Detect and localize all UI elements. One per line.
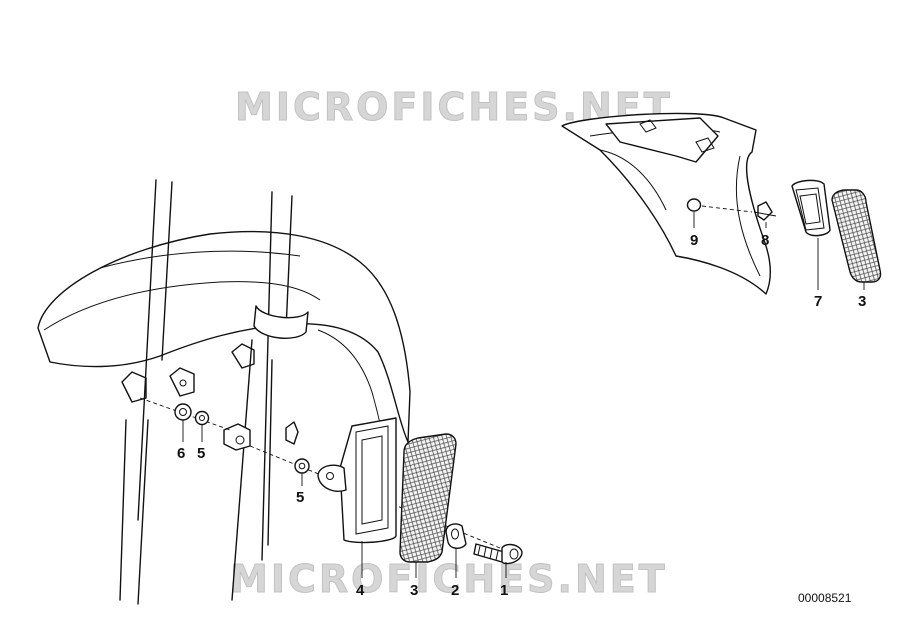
washer-part-5-left: [194, 410, 210, 426]
callout-label-2: 2: [451, 582, 459, 599]
callout-label-1: 1: [500, 582, 508, 599]
callout-label-3-left: 3: [410, 582, 418, 599]
callout-label-6: 6: [177, 445, 185, 462]
front-fender-assembly: [37, 179, 411, 605]
callout-label-4: 4: [356, 582, 365, 599]
callout-label-8: 8: [761, 232, 769, 249]
callout-label-5-left: 5: [197, 445, 205, 462]
watermark-bottom: MICROFICHES.NET: [230, 557, 668, 601]
callout-label-7: 7: [814, 293, 822, 310]
rear-fender-assembly: [561, 112, 771, 295]
reflector-holder-part-4: [317, 417, 397, 544]
washer-part-5-center: [294, 458, 310, 474]
diagram-code: 00008521: [798, 591, 852, 605]
callout-label-3-right: 3: [858, 293, 866, 310]
reflector-holder-part-7: [791, 179, 831, 237]
clip-part-8: [753, 201, 777, 221]
fork-tube-left: [137, 179, 157, 521]
watermark-top: MICROFICHES.NET: [235, 85, 673, 129]
reflector-part-3-right: [831, 189, 882, 283]
spacer-part-2: [445, 523, 467, 549]
reflector-part-3-left: [399, 433, 457, 563]
front-fender: [37, 230, 411, 443]
callout-label-9: 9: [690, 232, 698, 249]
screw-part-1: [473, 543, 523, 565]
fork-tube-right: [261, 191, 273, 561]
rear-fender-panel: [561, 112, 771, 295]
callout-label-5-center: 5: [296, 489, 304, 506]
nut-part-6: [174, 403, 192, 421]
